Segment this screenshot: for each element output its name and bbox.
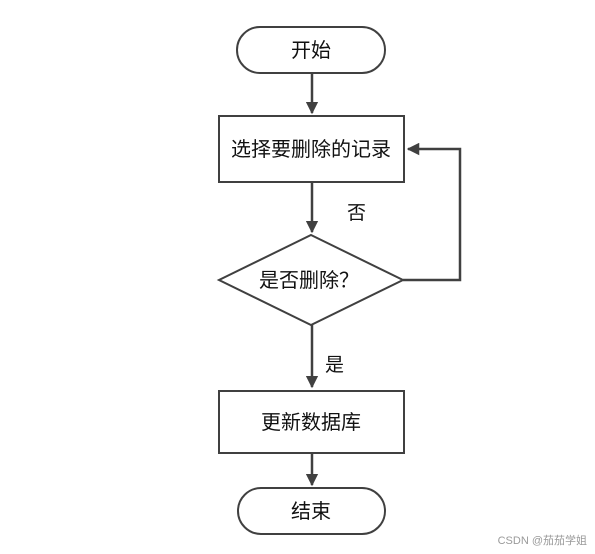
start-node-label: 开始: [291, 38, 331, 62]
end-node: 结束: [237, 487, 386, 535]
decision-label: 是否删除？: [259, 268, 359, 292]
select-record-node: 选择要删除的记录: [218, 115, 405, 183]
select-record-label: 选择要删除的记录: [231, 137, 391, 161]
decision-node: 是否删除？: [216, 233, 406, 327]
edge-label-yes: 是: [325, 354, 344, 376]
watermark: CSDN @茄茄学姐: [497, 535, 587, 547]
end-node-label: 结束: [291, 499, 331, 523]
start-node: 开始: [236, 26, 386, 74]
update-database-label: 更新数据库: [261, 410, 361, 434]
edge-decision-to-select-loop: [403, 142, 462, 282]
update-database-node: 更新数据库: [218, 390, 405, 454]
edge-label-no: 否: [347, 202, 366, 224]
